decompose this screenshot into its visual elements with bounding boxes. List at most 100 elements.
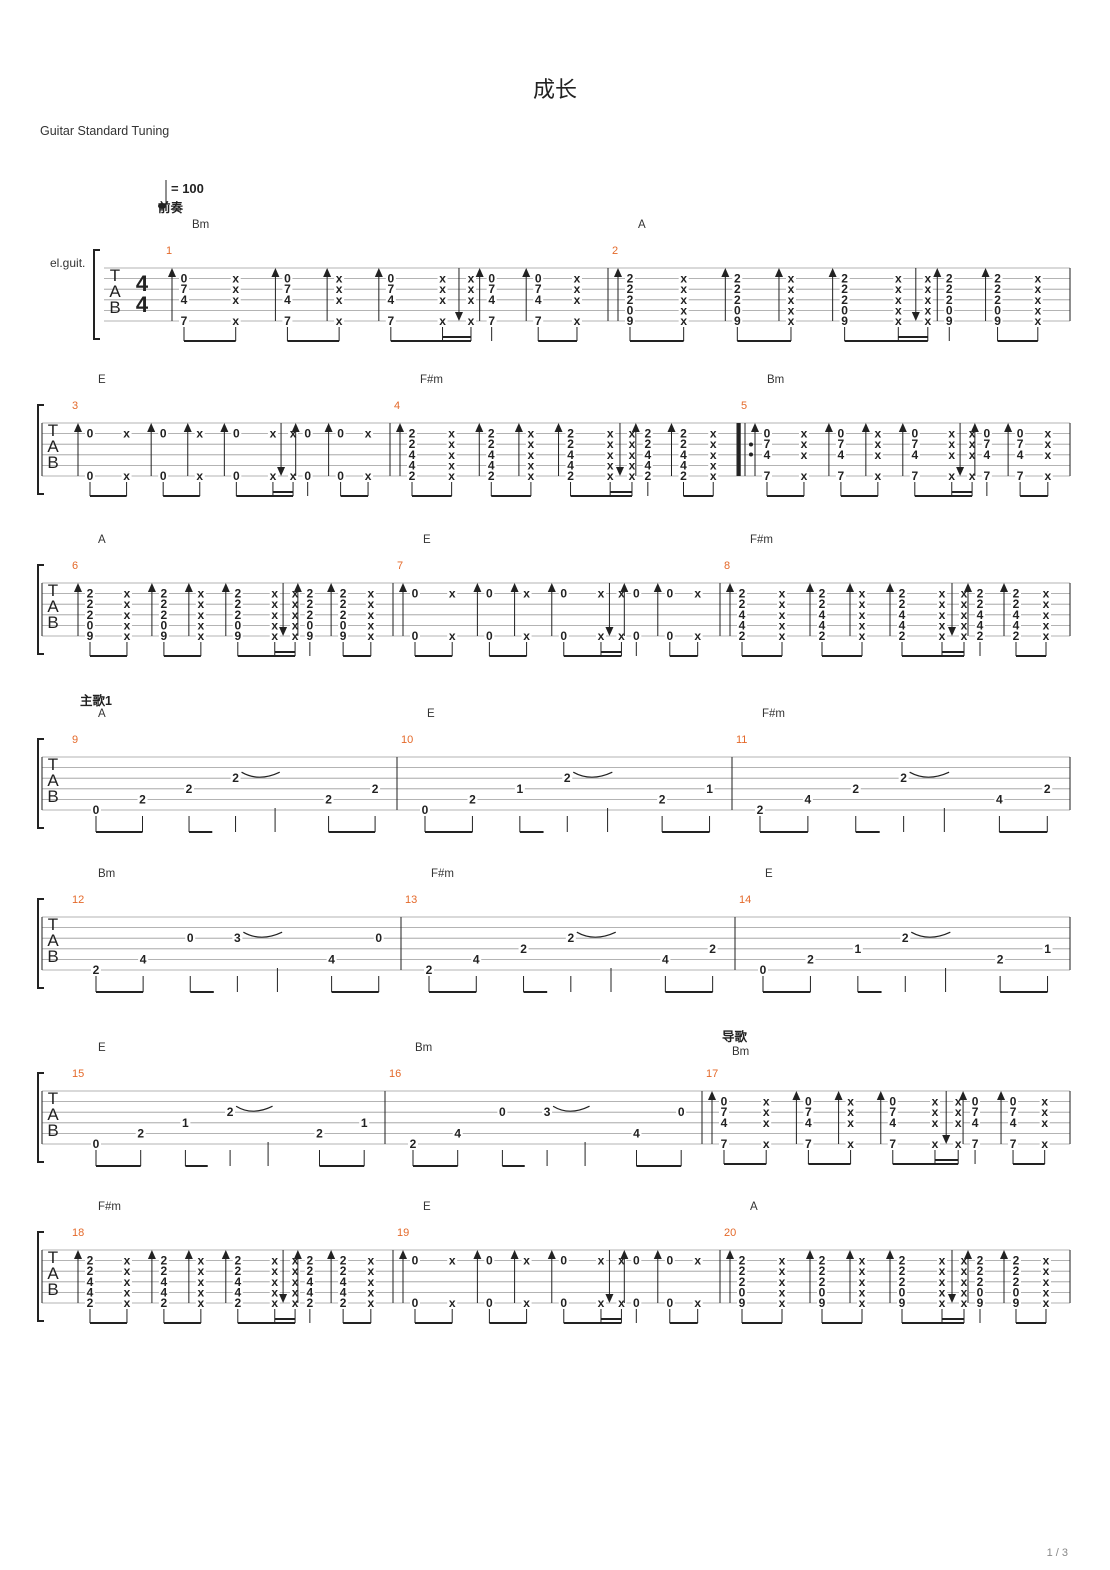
fret-number: 7: [889, 1105, 896, 1119]
fret-bg: [269, 1298, 280, 1308]
fret-bg: [845, 1107, 856, 1118]
fret-bg: [137, 794, 148, 805]
fret-bg: [1041, 620, 1051, 631]
fret-number: x: [124, 1264, 131, 1278]
fret-number: 2: [426, 963, 433, 977]
fret-number: x: [271, 597, 278, 611]
fret-number: x: [859, 597, 866, 611]
fret-bg: [1042, 943, 1053, 954]
fret-bg: [929, 1107, 940, 1118]
fret-bg: [437, 294, 448, 305]
fret-number: 4: [307, 1275, 314, 1289]
fret-bg: [91, 965, 101, 975]
fret-number: x: [924, 282, 931, 296]
strum-down-arrowhead: [948, 1294, 956, 1303]
strum-up-arrowhead: [792, 1091, 801, 1100]
fret-number: 2: [680, 427, 687, 441]
fret-bg: [338, 1287, 349, 1298]
fret-bg: [1008, 1107, 1019, 1118]
fret-bg: [995, 954, 1006, 965]
fret-number: 4: [889, 1116, 896, 1130]
fret-bg: [230, 316, 241, 326]
tab-clef-letter: B: [47, 453, 58, 472]
fret-number: x: [961, 587, 968, 601]
fret-number: 2: [902, 931, 909, 945]
tab-clef-letter: B: [47, 1280, 58, 1299]
fret-number: x: [367, 587, 374, 601]
fret-bg: [761, 1096, 772, 1107]
fret-number: 0: [234, 618, 241, 632]
fret-number: 2: [899, 597, 906, 611]
fret-bg: [121, 1287, 132, 1298]
strum-up-arrowhead: [168, 268, 176, 277]
strum-up-arrowhead: [271, 268, 280, 277]
strum-up-arrowhead: [620, 583, 629, 592]
fret-number: x: [198, 1264, 205, 1278]
fret-bg: [385, 294, 396, 305]
fret-number: 2: [325, 792, 332, 806]
fret-bg: [533, 284, 544, 295]
fret-bg: [708, 471, 719, 481]
fret-bg: [946, 428, 957, 439]
strum-up-arrowhead: [834, 1091, 843, 1100]
fret-bg: [486, 439, 497, 450]
fret-bg: [857, 620, 867, 631]
fret-bg: [897, 1287, 907, 1298]
fret-bg: [410, 631, 420, 641]
fret-number: 0: [340, 618, 347, 632]
fret-number: 2: [977, 1254, 984, 1268]
fret-bg: [975, 609, 985, 620]
strum-up-arrowhead: [74, 583, 82, 592]
fret-number: x: [895, 314, 902, 328]
fret-number: x: [448, 427, 455, 441]
fret-bg: [446, 449, 457, 460]
fret-number: 4: [764, 448, 771, 462]
fret-bg: [872, 439, 883, 450]
fret-number: x: [290, 469, 297, 483]
strum-up-arrowhead: [293, 1250, 302, 1259]
fret-bg: [944, 305, 955, 316]
strum-up-arrowhead: [475, 423, 484, 432]
fret-bg: [922, 273, 933, 284]
fret-number: 2: [739, 597, 746, 611]
fret-bg: [959, 1255, 969, 1266]
fret-number: x: [948, 448, 955, 462]
fret-number: 0: [337, 469, 344, 483]
fret-bg: [232, 1255, 243, 1266]
fret-number: 0: [488, 272, 495, 286]
fret-bg: [338, 609, 349, 620]
chord-name: A: [638, 219, 646, 231]
fret-bg: [839, 305, 850, 316]
fret-bg: [282, 294, 293, 305]
fret-bg: [616, 1298, 627, 1308]
fret-number: x: [270, 427, 277, 441]
fret-bg: [232, 1276, 243, 1287]
fret-number: x: [271, 618, 278, 632]
fret-bg: [959, 609, 969, 620]
fret-number: x: [859, 608, 866, 622]
fret-bg: [762, 428, 772, 439]
strum-up-arrowhead: [327, 583, 336, 592]
fret-number: 2: [340, 1264, 347, 1278]
fret-number: x: [124, 597, 131, 611]
fret-bg: [626, 460, 637, 471]
fret-number: x: [932, 1137, 939, 1151]
fret-bg: [424, 965, 434, 975]
fret-bg: [897, 620, 907, 631]
fret-number: x: [523, 587, 530, 601]
strum-up-arrowhead: [631, 423, 640, 432]
strum-up-arrowhead: [964, 583, 972, 592]
fret-number: 1: [182, 1116, 189, 1130]
fret-bg: [290, 1276, 301, 1287]
fret-number: 2: [1013, 587, 1020, 601]
fret-number: 4: [488, 293, 495, 307]
fret-bg: [363, 471, 374, 481]
tab-clef-letter: T: [110, 266, 120, 285]
tab-clef-letter: A: [47, 771, 59, 790]
fret-bg: [158, 428, 169, 439]
fret-number: 4: [567, 448, 574, 462]
fret-number: 0: [977, 1285, 984, 1299]
fret-number: 4: [234, 1285, 241, 1299]
fret-bg: [835, 449, 846, 460]
fret-bg: [737, 620, 747, 631]
